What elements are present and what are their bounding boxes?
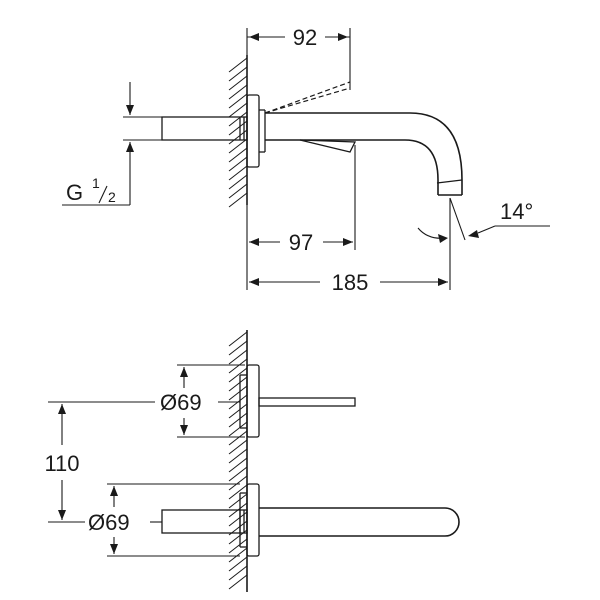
dim-92-label: 92 bbox=[293, 25, 317, 50]
wall-hatch-line bbox=[228, 421, 248, 437]
wall-hatch-line bbox=[228, 57, 248, 73]
wall-hatch-line bbox=[228, 475, 248, 491]
wall-hatch-line bbox=[228, 340, 248, 356]
wall-hatch-line bbox=[228, 183, 248, 199]
spout-side bbox=[265, 112, 463, 196]
dim-thread: G 1 2 bbox=[62, 82, 162, 206]
wall-hatch-line bbox=[228, 75, 248, 91]
wall-hatch-line bbox=[228, 93, 248, 109]
wall-hatch-line bbox=[228, 538, 248, 554]
wall-hatch-line bbox=[228, 358, 248, 374]
dim-diameter-lower: Ø69 bbox=[88, 483, 240, 557]
wall-hatch-line bbox=[228, 547, 248, 563]
thread-prefix: G bbox=[66, 180, 83, 205]
wall-hatch-line bbox=[228, 457, 248, 473]
dim-angle: 14° bbox=[417, 197, 550, 243]
wall-hatch-line bbox=[228, 403, 248, 419]
wall-hatch-line bbox=[228, 556, 248, 572]
wall-hatch-line bbox=[228, 448, 248, 464]
spout-plate bbox=[161, 483, 460, 557]
side-elevation: 92 G 1 2 97 bbox=[62, 25, 550, 295]
wall-hatch-line bbox=[228, 412, 248, 428]
angle-label: 14° bbox=[500, 199, 533, 224]
top-elevation: Ø69 110 Ø69 bbox=[44, 330, 460, 592]
wall-hatch-line bbox=[228, 102, 248, 118]
wall-hatch-line bbox=[228, 385, 248, 401]
wall-hatch-line bbox=[228, 367, 248, 383]
wall-hatch-line bbox=[228, 349, 248, 365]
wall-hatch-line bbox=[228, 484, 248, 500]
thread-numerator: 1 bbox=[92, 175, 100, 191]
diameter-lower-label: Ø69 bbox=[88, 510, 130, 535]
wall-hatch-line bbox=[228, 565, 248, 581]
lever-alt-position bbox=[264, 81, 351, 114]
wall-hatch-line bbox=[228, 147, 248, 163]
wall-hatch-line bbox=[228, 493, 248, 509]
wall-hatch-line bbox=[228, 331, 248, 347]
wall-hatch-line bbox=[228, 466, 248, 482]
dim-110-label: 110 bbox=[44, 451, 79, 476]
inlet-body bbox=[161, 116, 248, 141]
dim-97: 97 bbox=[249, 145, 356, 255]
wall-hatch-line bbox=[228, 111, 248, 127]
wall-hatch-line bbox=[228, 84, 248, 100]
wall-top bbox=[228, 55, 248, 208]
wall-hatch-line bbox=[228, 376, 248, 392]
wall-bottom bbox=[228, 330, 248, 592]
wall-hatch-line bbox=[228, 156, 248, 172]
thread-denominator: 2 bbox=[108, 189, 116, 205]
dim-diameter-upper: Ø69 bbox=[160, 364, 245, 438]
wall-hatch-line bbox=[228, 439, 248, 455]
wall-hatch-line bbox=[228, 138, 248, 154]
wall-hatch-line bbox=[228, 192, 248, 208]
wall-hatch-line bbox=[228, 165, 248, 181]
diameter-upper-label: Ø69 bbox=[160, 390, 202, 415]
wall-hatch-line bbox=[228, 430, 248, 446]
dim-97-label: 97 bbox=[289, 230, 313, 255]
dim-110: 110 bbox=[44, 401, 155, 523]
dim-92: 92 bbox=[246, 25, 351, 90]
dim-185: 185 bbox=[246, 198, 451, 295]
lever-plate bbox=[239, 364, 356, 438]
wall-hatch-line bbox=[228, 574, 248, 590]
wall-hatch-line bbox=[228, 174, 248, 190]
wall-plate-top bbox=[246, 94, 266, 168]
dim-185-label: 185 bbox=[332, 270, 369, 295]
wall-hatch-line bbox=[228, 66, 248, 82]
